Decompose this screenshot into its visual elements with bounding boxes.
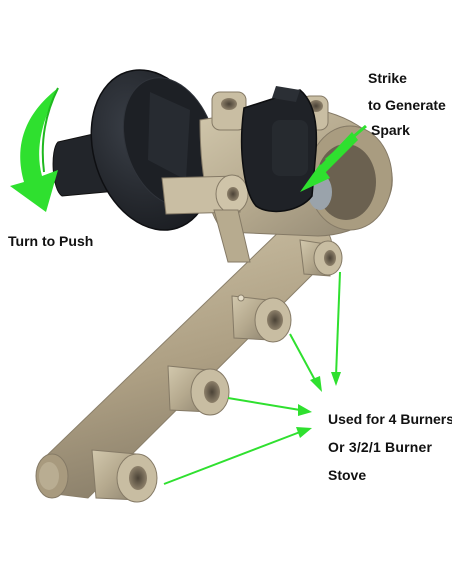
strike-label-line3: Spark [371, 122, 410, 138]
burner-outlet-1 [299, 239, 343, 277]
usage-label-line1: Used for 4 Burners [328, 411, 452, 427]
manifold-pipe [35, 225, 333, 499]
strike-label-line2: to Generate [368, 97, 446, 113]
spark-arrow-icon [300, 124, 367, 192]
burner-outlet-4 [91, 449, 158, 503]
usage-label-line3: Stove [328, 467, 367, 483]
screw [237, 294, 245, 302]
curved-arrow-icon [10, 87, 59, 212]
strike-label-line1: Strike [368, 70, 407, 86]
usage-label-line2: Or 3/2/1 Burner [328, 439, 433, 455]
turn-to-push-label: Turn to Push [8, 233, 94, 249]
igniter-button [240, 86, 318, 213]
burner-outlet-3 [167, 365, 230, 416]
burner-outlet-2 [231, 295, 292, 343]
burner-pointer-arrows [163, 271, 341, 485]
